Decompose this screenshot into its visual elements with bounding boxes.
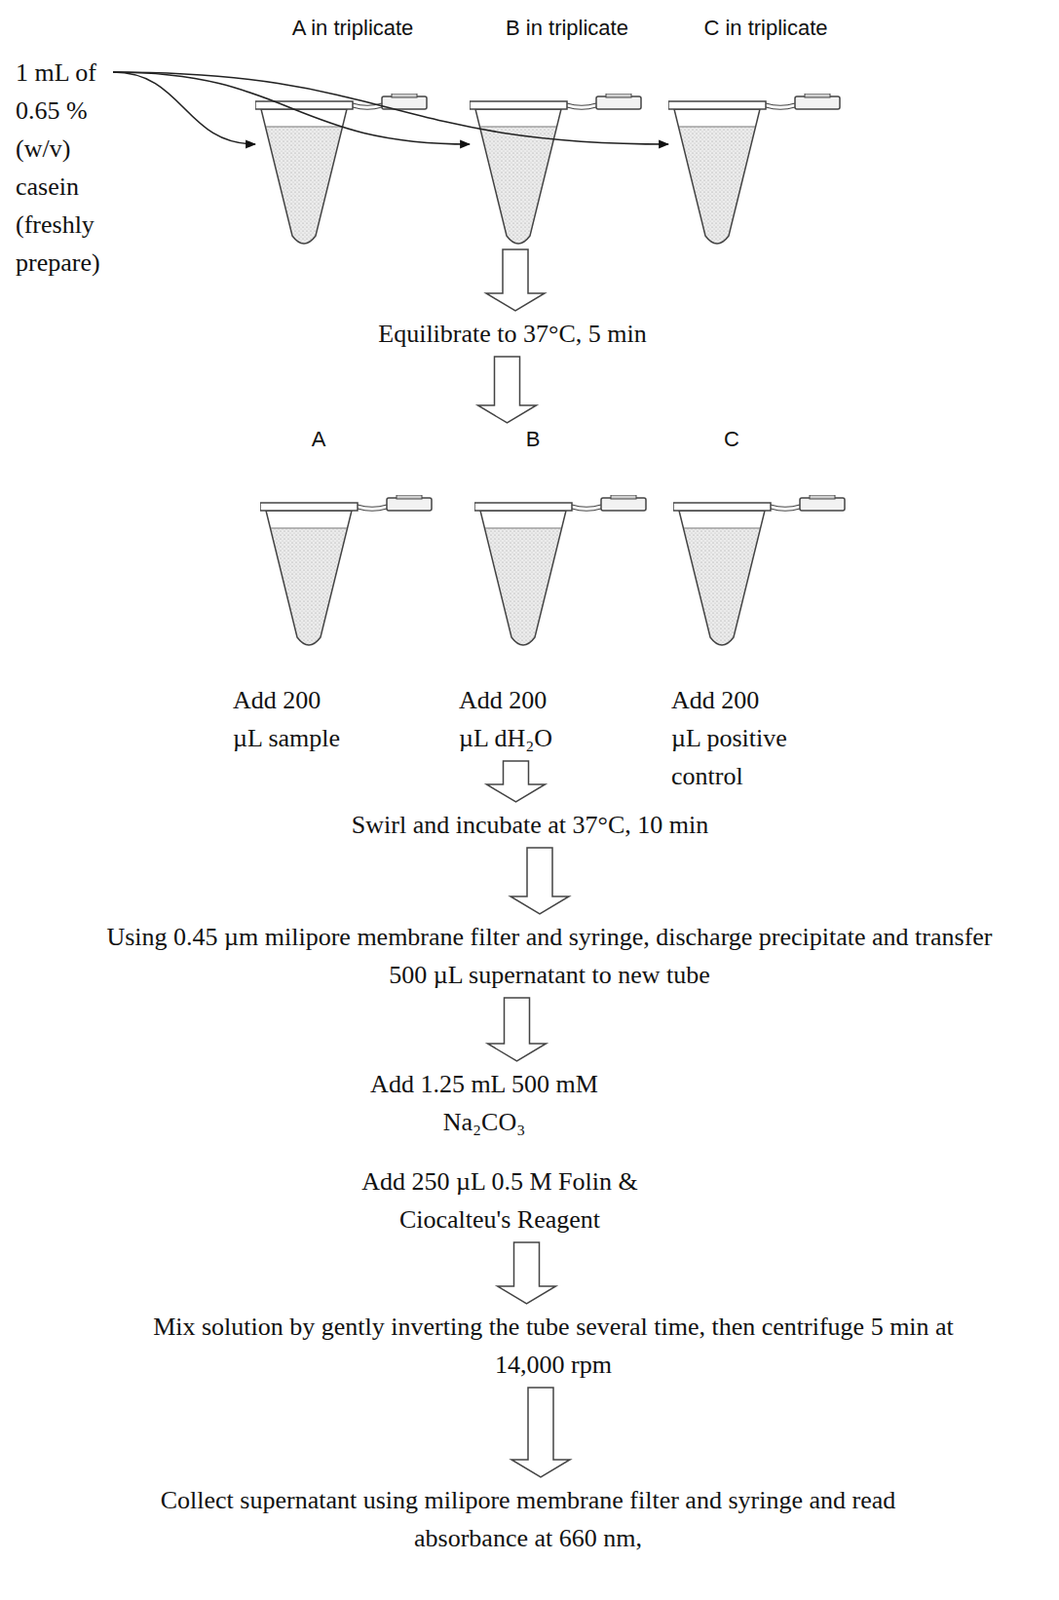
step-text: Add 200 µL sample <box>232 680 351 757</box>
microtube <box>255 93 427 254</box>
step-text: Add 250 µL 0.5 M Folin & Ciocalteu's Rea… <box>353 1162 646 1239</box>
step-text: Using 0.45 µm milipore membrane filter a… <box>96 917 1003 994</box>
step-text: Using 0.45 µm milipore membrane filter a… <box>96 917 1003 994</box>
tube-step: B Add 200 µL dH₂O <box>458 426 650 757</box>
step-text: Mix solution by gently inverting the tub… <box>134 1307 973 1384</box>
tube-step: C Add 200 µL positive control <box>671 426 849 795</box>
microtube <box>474 494 646 655</box>
step-text: Add 200 µL positive control <box>671 680 790 795</box>
step-text: Collect supernatant using milipore membr… <box>128 1480 928 1557</box>
step-text: Add 200 µL dH₂O <box>458 680 577 757</box>
step-text: Equilibrate to 37°C, 5 min <box>307 314 718 353</box>
step-text: Add 1.25 mL 500 mM Na₂CO₃ <box>362 1064 606 1141</box>
microtube <box>668 93 840 254</box>
block-arrow <box>487 760 546 802</box>
tube-label: C in triplicate <box>668 13 864 43</box>
step-text: Add 250 µL 0.5 M Folin & Ciocalteu's Rea… <box>353 1162 646 1239</box>
microtube <box>469 93 642 254</box>
microtube <box>260 494 432 655</box>
tube-step: C in triplicate <box>668 13 864 246</box>
tube-label: B <box>484 426 582 453</box>
step-text: Swirl and incubate at 37°C, 10 min <box>189 805 871 844</box>
tube-label: A in triplicate <box>255 13 451 43</box>
step-text: Swirl and incubate at 37°C, 10 min <box>189 805 871 844</box>
tube-step: A Add 200 µL sample <box>232 426 436 757</box>
tube-step: B in triplicate <box>469 13 665 246</box>
block-arrow <box>510 847 569 914</box>
tube-step: A in triplicate <box>255 13 451 246</box>
block-arrow <box>497 1242 557 1304</box>
step-text: Add 1.25 mL 500 mM Na₂CO₃ <box>362 1064 606 1141</box>
step-text: Mix solution by gently inverting the tub… <box>134 1307 973 1384</box>
block-arrow <box>486 249 545 311</box>
block-arrow <box>511 1387 570 1477</box>
step-text: 1 mL of 0.65 % (w/v) casein (freshly pre… <box>15 53 114 282</box>
tube-label: C <box>682 426 781 453</box>
block-arrow <box>478 356 537 423</box>
step-text: Equilibrate to 37°C, 5 min <box>307 314 718 353</box>
flow-arrow <box>113 72 256 145</box>
flow-arrow <box>113 72 470 145</box>
step-text: 1 mL of 0.65 % (w/v) casein (freshly pre… <box>15 53 114 282</box>
tube-label: B in triplicate <box>469 13 665 43</box>
flow-arrow <box>113 72 669 145</box>
step-text: Collect supernatant using milipore membr… <box>128 1480 928 1557</box>
block-arrow <box>488 997 547 1061</box>
tube-label: A <box>269 426 368 453</box>
microtube <box>673 494 845 655</box>
